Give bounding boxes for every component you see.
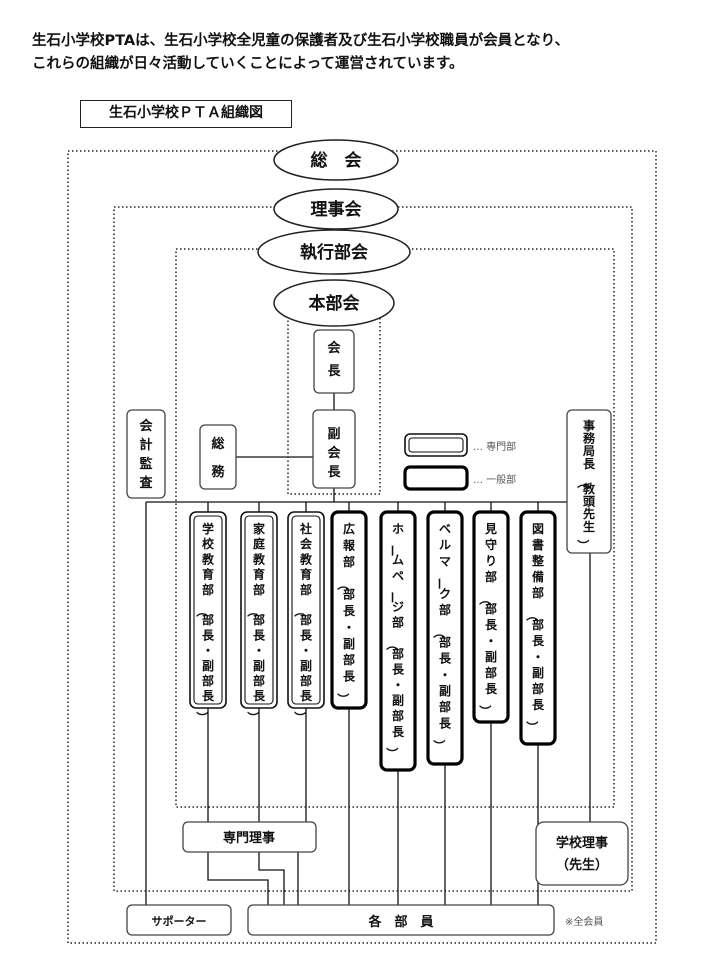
frame-soukai — [67, 150, 657, 944]
intro-line-1: 生石小学校PTAは、生石小学校全児童の保護者及び生石小学校職員が会員となり、 — [32, 33, 570, 49]
node-fukukaichou: 副会長 — [327, 427, 341, 480]
dept-kouhou-shape — [330, 510, 368, 710]
dept-shakai-inner — [291, 515, 321, 705]
intro-line-2: これらの組織が日々活動していくことによって運営されています。 — [32, 56, 464, 72]
node-soumu-shape — [199, 424, 237, 490]
dotted-frames — [67, 150, 657, 944]
node-shikkoubukai: 執行部会 — [300, 242, 368, 263]
dept-shakai: 社会教育部（部長・副部長） — [293, 521, 313, 723]
node-rijikai-shape — [273, 188, 399, 230]
dept-katei-inner — [244, 515, 274, 705]
legend-ippan-label: … 一般部 — [473, 473, 516, 486]
node-soukai-shape — [273, 139, 399, 181]
node-honbukai: 本部会 — [309, 293, 360, 314]
node-soukai: 総 会 — [311, 150, 362, 171]
dept-tosho: 図書整備部（部長・副部長） — [525, 522, 545, 733]
frame-rijikai — [113, 206, 633, 892]
node-soumu: 総務 — [211, 436, 225, 480]
legend-senmon-label: … 専門部 — [473, 440, 516, 453]
chart-title: 生石小学校ＰＴＡ組織図 — [80, 100, 292, 128]
node-kaichou: 会長 — [327, 340, 341, 379]
node-shikkoubukai-shape — [257, 229, 411, 275]
node-jimukyokuchou-shape — [566, 409, 612, 554]
frame-shikkoubukai — [175, 248, 615, 808]
dept-gakkou-inner — [193, 515, 223, 705]
node-kaichou-shape — [313, 329, 355, 394]
node-supporter: サポーター — [152, 914, 207, 928]
intro-text: 生石小学校PTAは、生石小学校全児童の保護者及び生石小学校職員が会員となり、 こ… — [32, 30, 702, 76]
legend: … 専門部 … 一般部 — [403, 433, 516, 491]
node-gakkou-riji-line1: 学校理事 — [556, 835, 608, 851]
node-senmon-riji-shape — [182, 821, 317, 853]
node-kakubuin: 各 部 員 — [367, 914, 433, 930]
legend-ippan-shape — [403, 465, 469, 491]
dept-gakkou: 学校教育部（部長・副部長） — [195, 521, 215, 723]
node-rijikai: 理事会 — [311, 199, 362, 220]
dept-mimamori-shape — [472, 510, 510, 724]
dept-bellmark-shape — [426, 510, 464, 766]
node-kaikei-shape — [126, 409, 166, 499]
node-fukukaichou-shape — [312, 409, 356, 489]
node-honbukai-shape — [273, 279, 395, 327]
legend-senmon-inner — [408, 437, 464, 453]
dept-mimamori: 見守り部（部長・副部長） — [478, 521, 498, 717]
node-zenkaiin: ※全会員 — [565, 915, 603, 928]
node-jimukyokuchou: 事務局長（教頭先生） — [576, 418, 596, 551]
dept-katei: 家庭教育部（部長・副部長） — [246, 521, 266, 723]
dept-kouhou: 広報部（部長・副部長） — [336, 521, 356, 705]
node-kakubuin-shape — [247, 904, 555, 936]
node-gakkou-riji-shape — [535, 821, 629, 886]
dept-tosho-shape — [519, 510, 557, 746]
dept-bellmark: ベルマーク部（部長・副部長） — [432, 522, 452, 752]
node-gakkou-riji-line2: （先生） — [556, 857, 608, 873]
dept-homepage: ホームページ部（部長・副部長） — [385, 522, 405, 759]
dept-homepage-shape — [379, 510, 417, 772]
node-senmon-riji: 専門理事 — [223, 830, 275, 846]
node-kaikei: 会計監査 — [138, 418, 153, 491]
node-supporter-shape — [126, 904, 232, 936]
